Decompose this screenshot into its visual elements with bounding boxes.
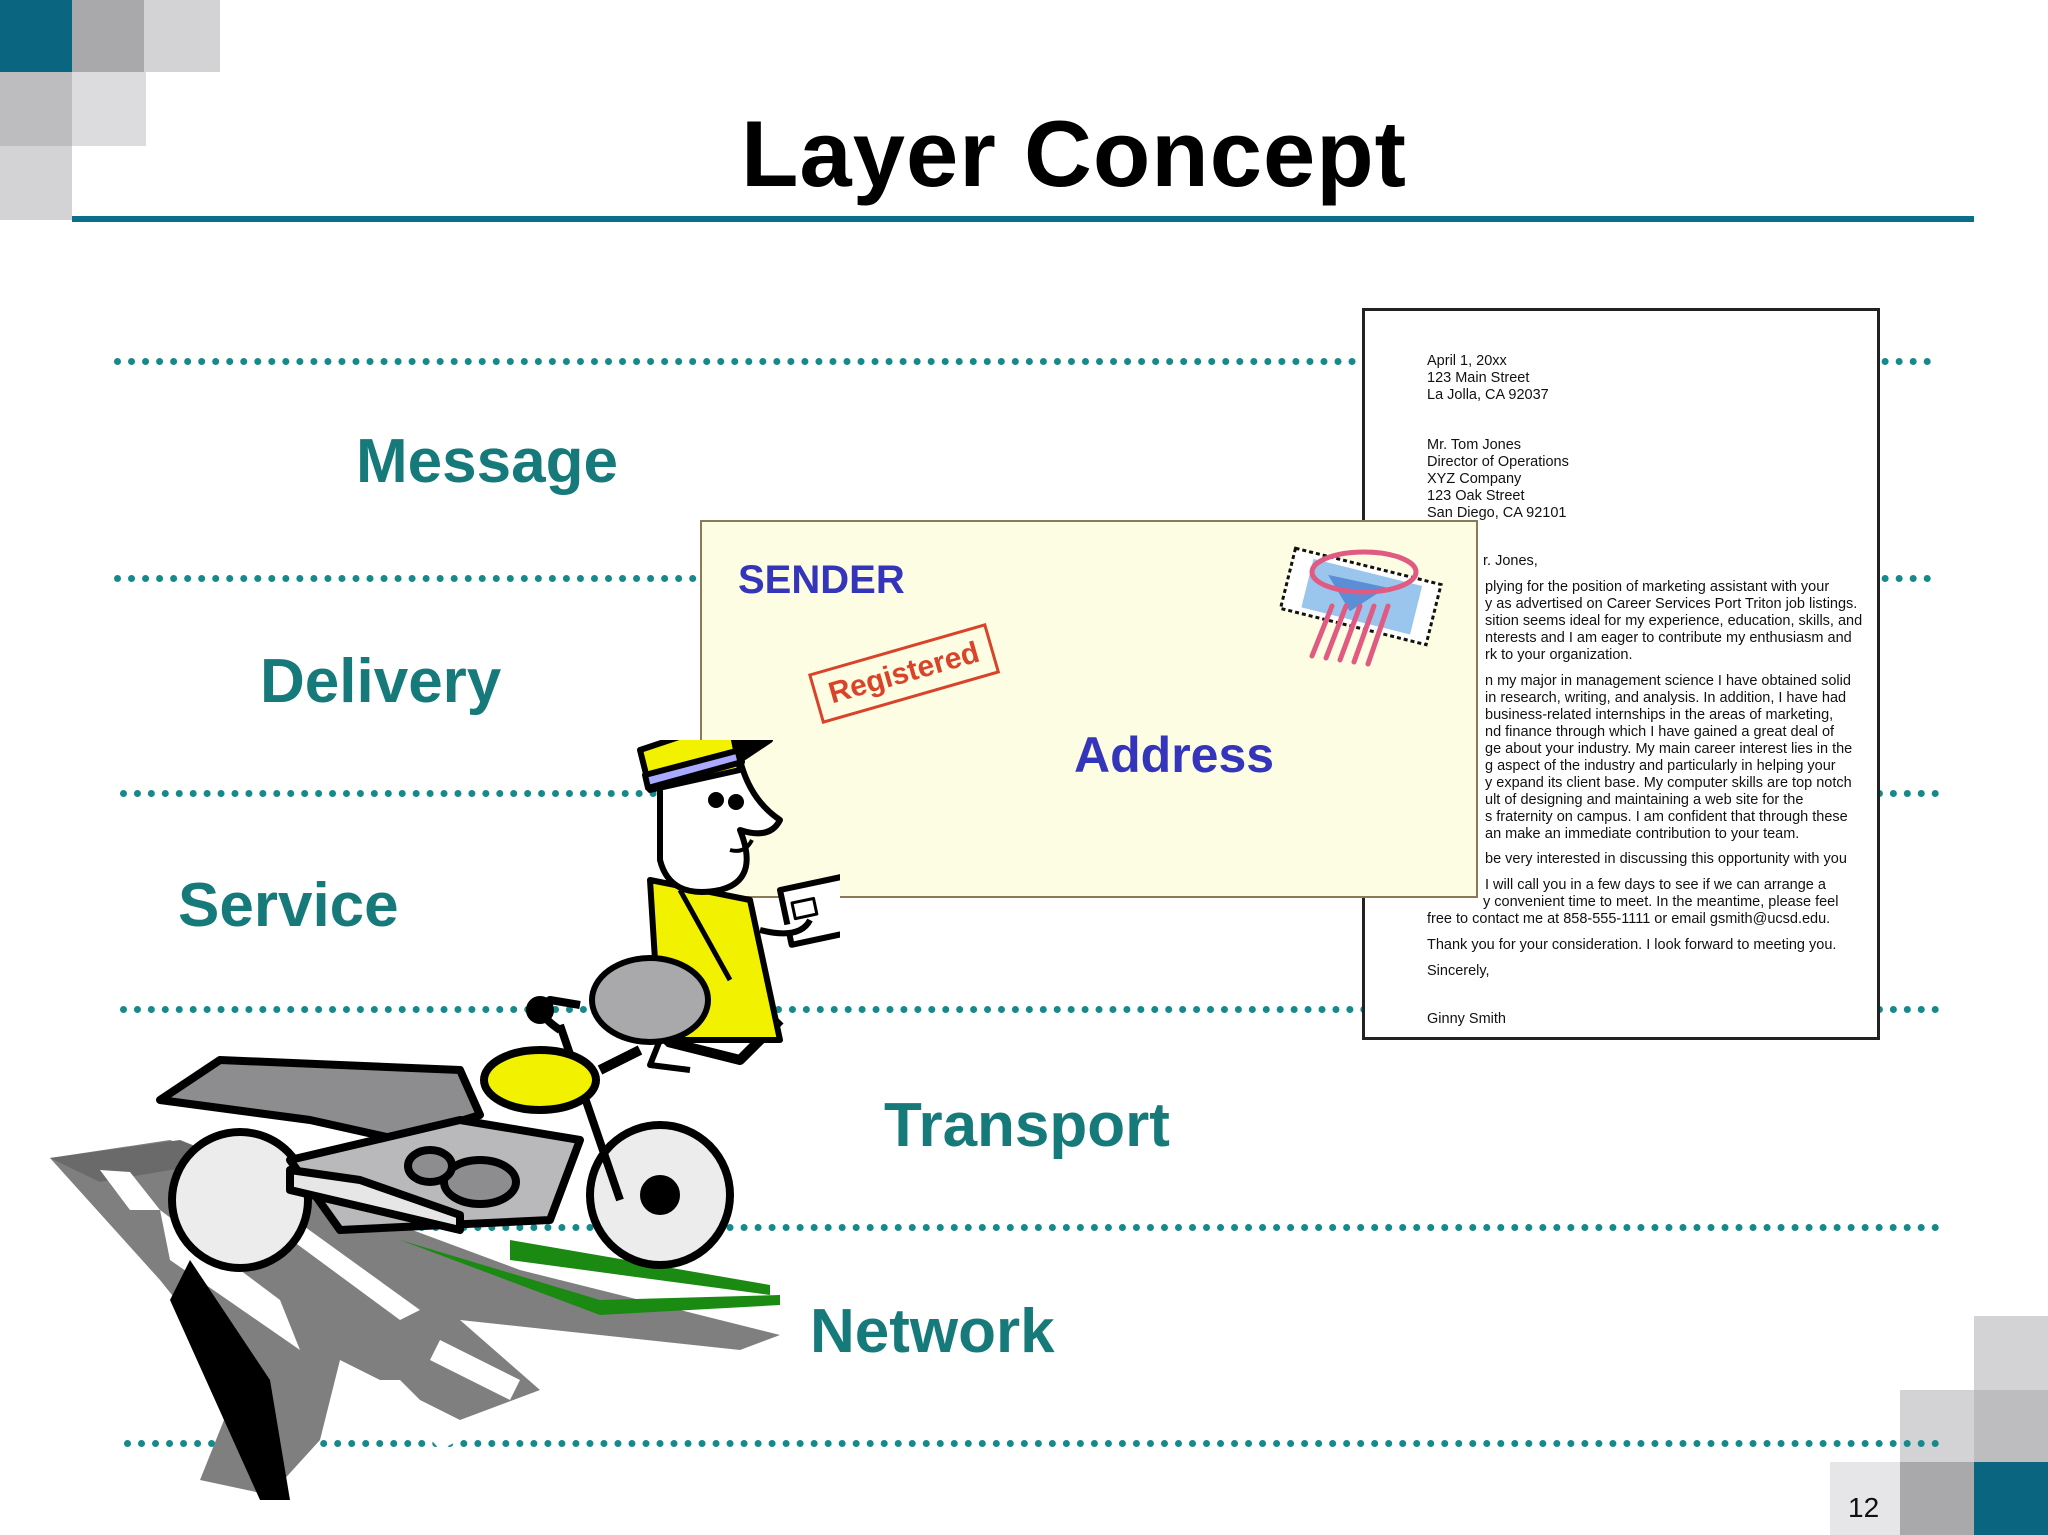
layer-label-service: Service: [178, 871, 399, 940]
letter-recipient-company: XYZ Company: [1427, 471, 1522, 487]
motorcycle-icon: [156, 996, 734, 1272]
layer-divider: [114, 358, 1932, 365]
envelope-address-label: Address: [1074, 727, 1275, 783]
letter-sender-street: 123 Main Street: [1427, 370, 1530, 386]
letter-thanks: Thank you for your consideration. I look…: [1427, 937, 1837, 953]
postage-stamp-icon: [1278, 546, 1443, 667]
letter-paragraph-line: free to contact me at 858-555-1111 or em…: [1427, 911, 1831, 927]
letter-paragraph-line: y as advertised on Career Services Port …: [1485, 596, 1858, 612]
title-underline: [72, 216, 1974, 222]
slide-title: Layer Concept: [741, 101, 1407, 206]
letter-recipient-street: 123 Oak Street: [1427, 488, 1525, 504]
letter-paragraph-line: in research, writing, and analysis. In a…: [1485, 690, 1847, 706]
layer-label-network: Network: [810, 1297, 1055, 1366]
registered-stamp: Registered: [808, 622, 1001, 724]
layer-label-delivery: Delivery: [260, 647, 502, 716]
letter-paragraph-line: ge about your industry. My main career i…: [1485, 741, 1853, 757]
envelope: SENDER Registered Address: [700, 520, 1478, 898]
layer-divider: [124, 1440, 1940, 1447]
letter-closing: Sincerely,: [1427, 963, 1490, 979]
page-number: 12: [1848, 1492, 1880, 1523]
letter-paragraph-line: be very interested in discussing this op…: [1485, 851, 1847, 867]
letter-paragraph-line: nd finance through which I have gained a…: [1485, 724, 1835, 740]
mail-carrier-motorcycle-illustration: [50, 740, 840, 1500]
letter-paragraph-line: n my major in management science I have …: [1485, 673, 1851, 689]
letter-document: April 1, 20xx 123 Main Street La Jolla, …: [1362, 308, 1880, 1040]
letter-paragraph-line: business-related internships in the area…: [1485, 707, 1834, 723]
letter-salutation: r. Jones,: [1483, 553, 1538, 569]
mail-carrier-icon: [589, 740, 840, 1075]
letter-sender-city: La Jolla, CA 92037: [1427, 387, 1549, 403]
layer-label-message: Message: [356, 427, 618, 496]
letter-recipient-name: Mr. Tom Jones: [1427, 437, 1522, 453]
envelope-sender-label: SENDER: [738, 558, 905, 602]
letter-recipient-title: Director of Operations: [1427, 454, 1569, 470]
letter-paragraph-line: I will call you in a few days to see if …: [1485, 877, 1826, 893]
letter-paragraph-line: g aspect of the industry and particularl…: [1485, 758, 1836, 774]
letter-paragraph-line: sition seems ideal for my experience, ed…: [1485, 613, 1863, 629]
layer-label-transport: Transport: [884, 1091, 1170, 1160]
letter-paragraph-line: s fraternity on campus. I am confident t…: [1485, 809, 1848, 825]
letter-date: April 1, 20xx: [1427, 353, 1507, 369]
letter-paragraph-line: an make an immediate contribution to you…: [1485, 826, 1800, 842]
letter-signature: Ginny Smith: [1427, 1011, 1506, 1027]
letter-paragraph-line: nterests and I am eager to contribute my…: [1485, 630, 1852, 646]
letter-paragraph-line: y expand its client base. My computer sk…: [1485, 775, 1852, 791]
letter-paragraph-line: y convenient time to meet. In the meanti…: [1483, 894, 1839, 910]
layer-divider: [120, 1006, 1940, 1013]
letter-paragraph-line: ult of designing and maintaining a web s…: [1485, 792, 1804, 808]
letter-paragraph-line: plying for the position of marketing ass…: [1485, 579, 1830, 595]
letter-recipient-city: San Diego, CA 92101: [1427, 505, 1567, 521]
layer-divider: [124, 1224, 1940, 1231]
letter-paragraph-line: rk to your organization.: [1485, 647, 1633, 663]
